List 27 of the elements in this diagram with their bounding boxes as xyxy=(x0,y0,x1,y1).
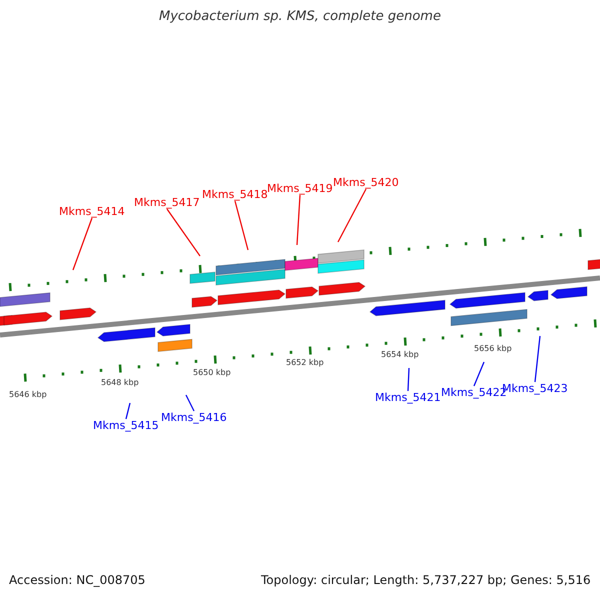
gene-label: Mkms_5417 xyxy=(134,196,200,209)
leader-line xyxy=(125,402,131,420)
gene-label: Mkms_5416 xyxy=(161,411,227,424)
leader-line xyxy=(473,362,485,386)
leader-line xyxy=(234,200,249,250)
leader-line xyxy=(185,394,195,412)
gene-label: Mkms_5414 xyxy=(59,205,125,218)
scale-label: 5648 kbp xyxy=(101,378,139,387)
leader-line xyxy=(166,208,200,256)
leader-line xyxy=(534,336,541,382)
leader-line xyxy=(407,368,410,392)
title: Mycobacterium sp. KMS, complete genome xyxy=(159,9,441,24)
scale-label: 5654 kbp xyxy=(381,350,419,359)
scale-label: 5656 kbp xyxy=(474,344,512,353)
gene-label: Mkms_5415 xyxy=(93,419,159,432)
gene-label: Mkms_5418 xyxy=(202,188,268,201)
gene-label: Mkms_5419 xyxy=(267,182,333,195)
leader-line xyxy=(72,218,93,270)
accession-note: Accession: NC_008705 xyxy=(9,573,146,587)
genome-summary-note: Topology: circular; Length: 5,737,227 bp; Genes: 5,516 xyxy=(261,573,591,587)
scale-label: 5650 kbp xyxy=(193,368,231,377)
scale-label: 5652 kbp xyxy=(286,358,324,367)
leader-line xyxy=(337,188,367,242)
scale-label: 5646 kbp xyxy=(9,390,47,399)
gene-label: Mkms_5420 xyxy=(333,176,399,189)
leader-line xyxy=(296,194,301,246)
gene-label: Mkms_5421 xyxy=(375,391,441,404)
